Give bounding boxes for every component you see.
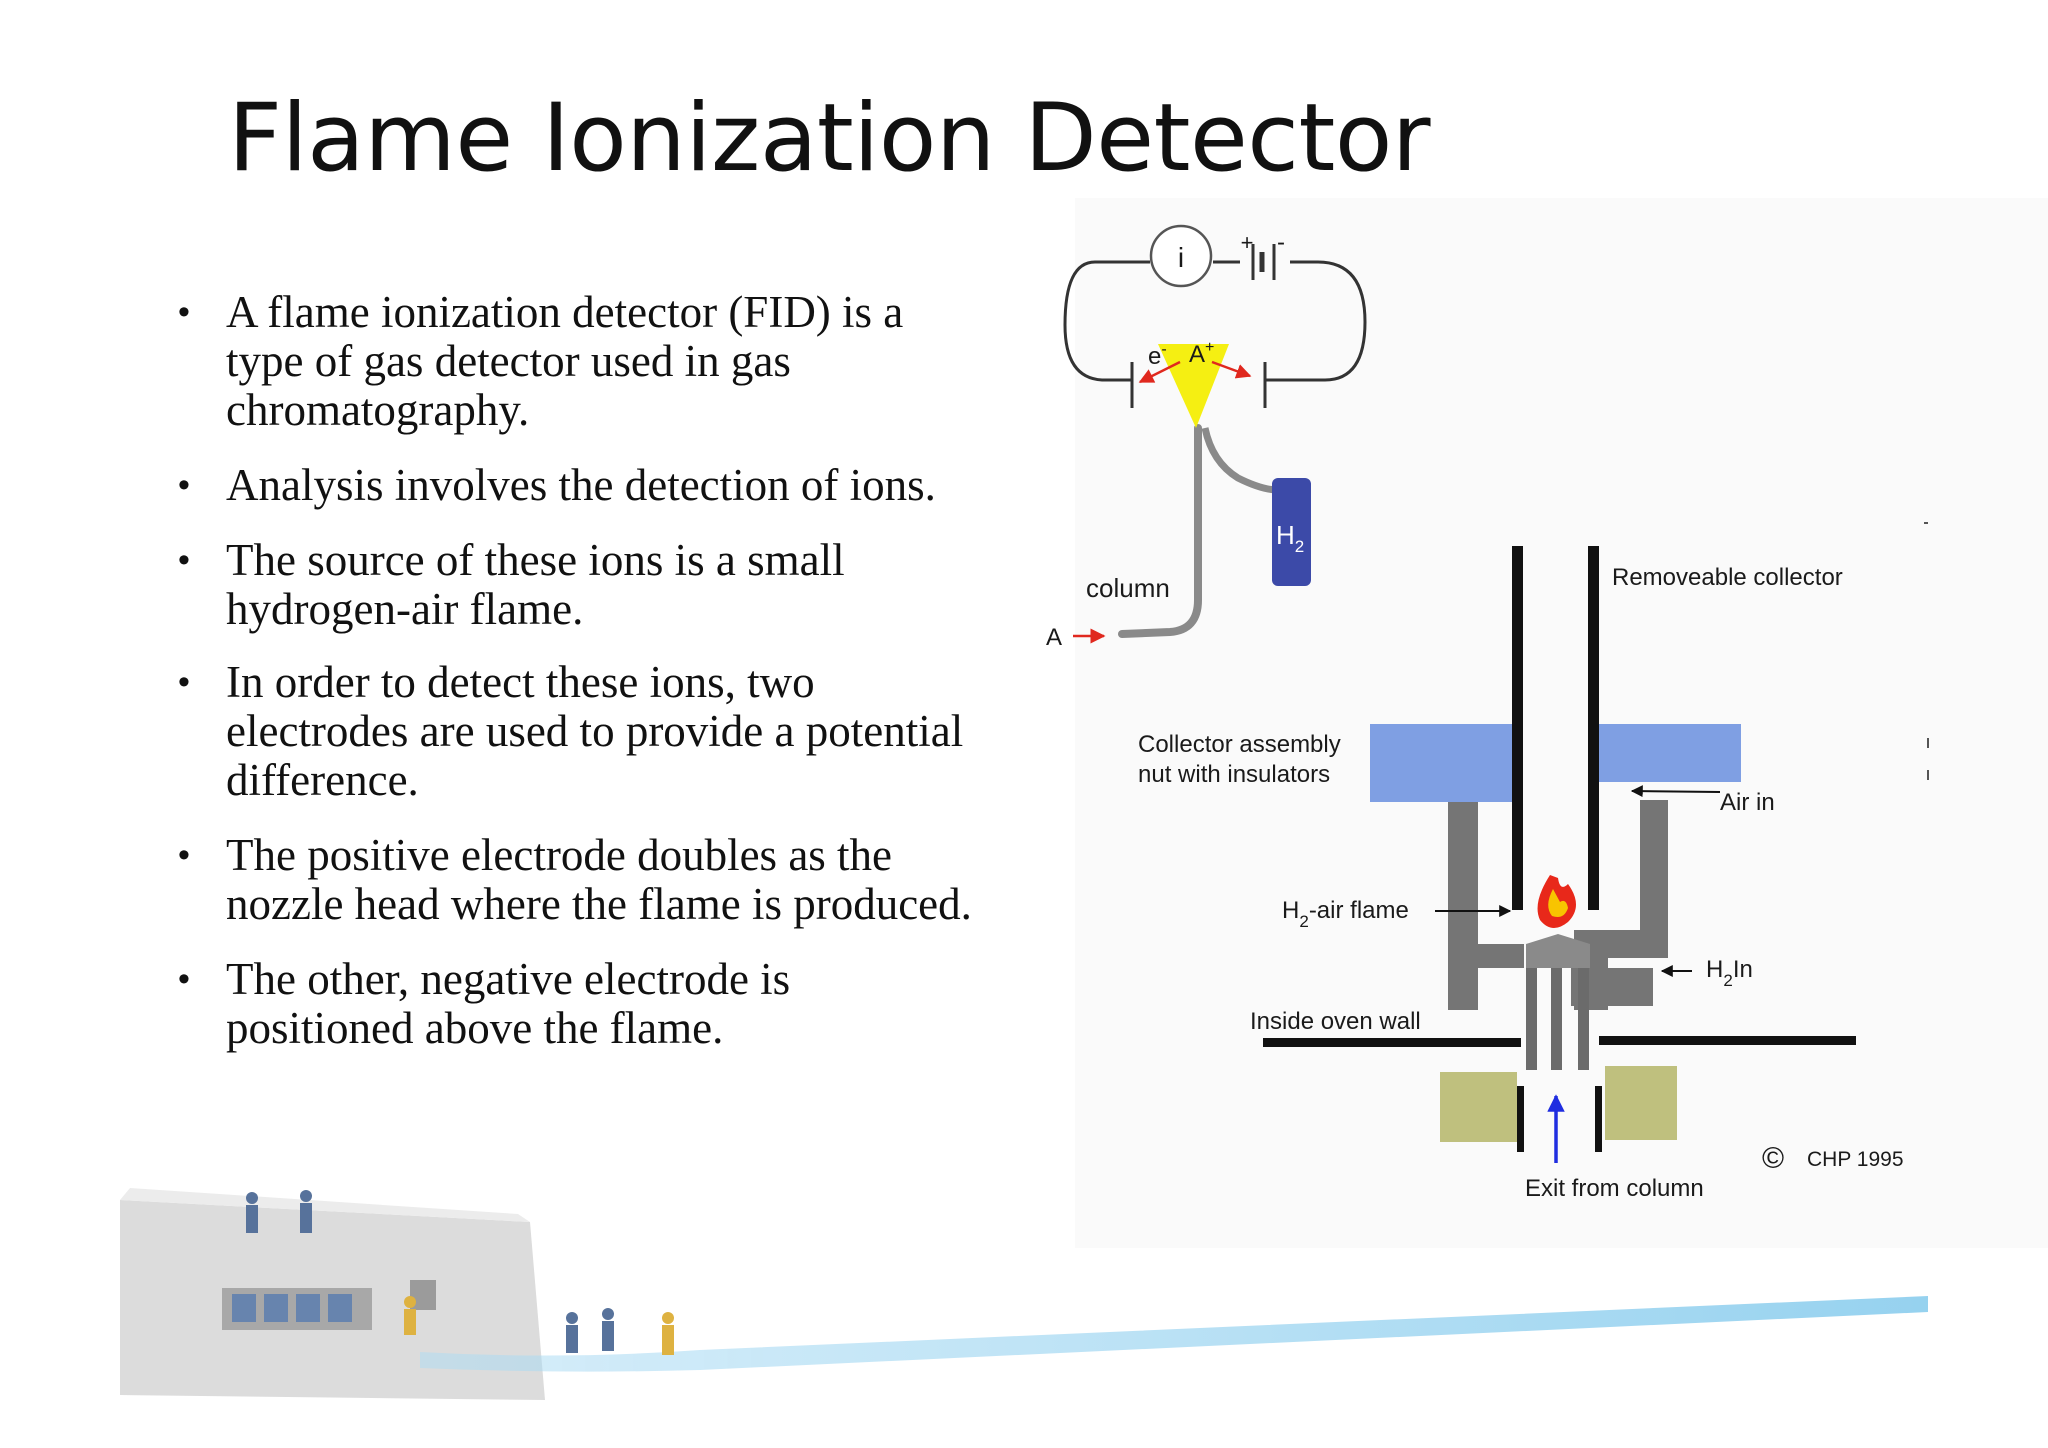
bullet-item: • The other, negative electrode is positi… (176, 955, 1076, 1053)
ion-letter: A (1189, 341, 1205, 368)
battery-plus-label: + (1241, 230, 1254, 255)
slide-title: Flame Ionization Detector (228, 84, 1430, 193)
bullet-item: • Analysis involves the detection of ions… (176, 461, 1076, 510)
nozzle-head (1526, 934, 1590, 968)
circuit-diagram (1063, 244, 1367, 408)
detector-diagram (1263, 546, 1856, 1163)
flame-label-subscript: 2 (1299, 912, 1308, 931)
insulator-left (1370, 724, 1512, 802)
exit-wall-right (1595, 1086, 1602, 1152)
bullet-text: The source of these ions is a small hydr… (226, 535, 845, 634)
router-port (264, 1294, 288, 1322)
worker-figure (662, 1312, 674, 1324)
network-cable (420, 1296, 1928, 1372)
worker-figure (300, 1203, 312, 1233)
h2-supply-tube (1201, 427, 1279, 494)
ion-label: A+ (1189, 339, 1214, 368)
exit-wall-left (1517, 1086, 1524, 1152)
bullet-text: In order to detect these ions, two elect… (226, 657, 964, 805)
bullet-item: • The positive electrode doubles as the n… (176, 831, 1076, 929)
detector-body-right (1574, 800, 1668, 1010)
analyte-label: A (1046, 624, 1062, 651)
flame-label-h: H (1282, 897, 1299, 924)
bullet-icon: • (178, 960, 190, 998)
detector-body-left (1448, 800, 1524, 1010)
air-in-arrow-icon (1630, 785, 1721, 798)
mount-block-right (1605, 1066, 1677, 1140)
column-tube (1118, 424, 1202, 638)
nozzle-wall-right (1578, 968, 1589, 1070)
bullet-list: • A flame ionization detector (FID) is a … (176, 288, 1076, 1079)
electron-arrow-icon (1138, 360, 1181, 384)
worker-figure (404, 1309, 416, 1335)
electron-label: e- (1148, 341, 1167, 370)
h2-in-label-rest: In (1733, 956, 1753, 983)
nozzle-wall-left (1526, 968, 1537, 1070)
circuit-wire-left (1063, 260, 1150, 382)
bullet-item: • In order to detect these ions, two elec… (176, 658, 1076, 805)
worker-figure (404, 1296, 416, 1308)
insulator-right (1599, 724, 1741, 782)
worker-figure (246, 1205, 258, 1233)
h2-tank-label: H2 (1276, 520, 1304, 556)
worker-figure (300, 1190, 312, 1202)
worker-figures (246, 1190, 674, 1355)
worker-figure (566, 1312, 578, 1324)
bullet-item: • The source of these ions is a small hyd… (176, 536, 1076, 634)
ion-superscript: + (1205, 339, 1214, 356)
worker-figure (662, 1325, 674, 1355)
oven-wall-right (1599, 1036, 1856, 1045)
bullet-item: • A flame ionization detector (FID) is a … (176, 288, 1076, 435)
oven-wall-label: Inside oven wall (1250, 1008, 1421, 1035)
bullet-text: The positive electrode doubles as the no… (226, 830, 972, 929)
nozzle-wall-center (1551, 968, 1562, 1070)
flame-core-icon (1548, 889, 1568, 917)
removeable-collector-label: Removeable collector (1612, 564, 1843, 591)
bullet-icon: • (178, 663, 190, 701)
worker-figure (602, 1321, 614, 1351)
bullet-text: Analysis involves the detection of ions. (226, 460, 936, 510)
collector-tube-right (1588, 546, 1599, 910)
exit-from-column-label: Exit from column (1525, 1175, 1704, 1202)
bullet-icon: • (178, 293, 190, 331)
battery-minus-label: - (1277, 229, 1285, 256)
collector-assembly-label-line2: nut with insulators (1138, 761, 1330, 788)
current-meter-icon (1149, 224, 1213, 288)
meter-label: i (1178, 242, 1184, 273)
bullet-text: A flame ionization detector (FID) is a t… (226, 287, 904, 435)
h2-tank-letter: H (1276, 520, 1295, 550)
circuit-wire-right (1265, 260, 1367, 382)
h2-in-label-subscript: 2 (1723, 971, 1732, 990)
oven-wall-left (1263, 1038, 1521, 1047)
router-port (232, 1294, 256, 1322)
column-label: column (1086, 573, 1170, 603)
collector-assembly-label: Collector assembly (1138, 731, 1341, 758)
bullet-text: The other, negative electrode is positio… (226, 954, 791, 1053)
electron-letter: e (1148, 343, 1161, 370)
router-port (328, 1294, 352, 1322)
h2-in-label-h: H (1706, 956, 1723, 983)
router-port (296, 1294, 320, 1322)
mount-block-left (1440, 1072, 1517, 1142)
worker-figure (566, 1325, 578, 1353)
air-in-label: Air in (1720, 789, 1775, 816)
worker-figure (602, 1308, 614, 1320)
copyright-text: CHP 1995 (1807, 1148, 1904, 1171)
bullet-icon: • (178, 836, 190, 874)
ion-arrow-icon (1211, 360, 1252, 379)
copyright-icon: © (1762, 1142, 1784, 1175)
collector-tube-left (1512, 546, 1523, 910)
footer-decoration (120, 1188, 1928, 1400)
h2-tank-subscript: 2 (1295, 537, 1304, 556)
h2-in-label: H2In (1706, 956, 1753, 990)
bullet-icon: • (178, 541, 190, 579)
flame-label: H2-air flame (1282, 897, 1409, 931)
worker-figure (246, 1192, 258, 1204)
bullet-icon: • (178, 466, 190, 504)
router-top (120, 1188, 530, 1222)
electron-superscript: - (1161, 341, 1166, 358)
flame-label-rest: -air flame (1309, 897, 1409, 924)
h2-tank-icon (1272, 478, 1311, 586)
